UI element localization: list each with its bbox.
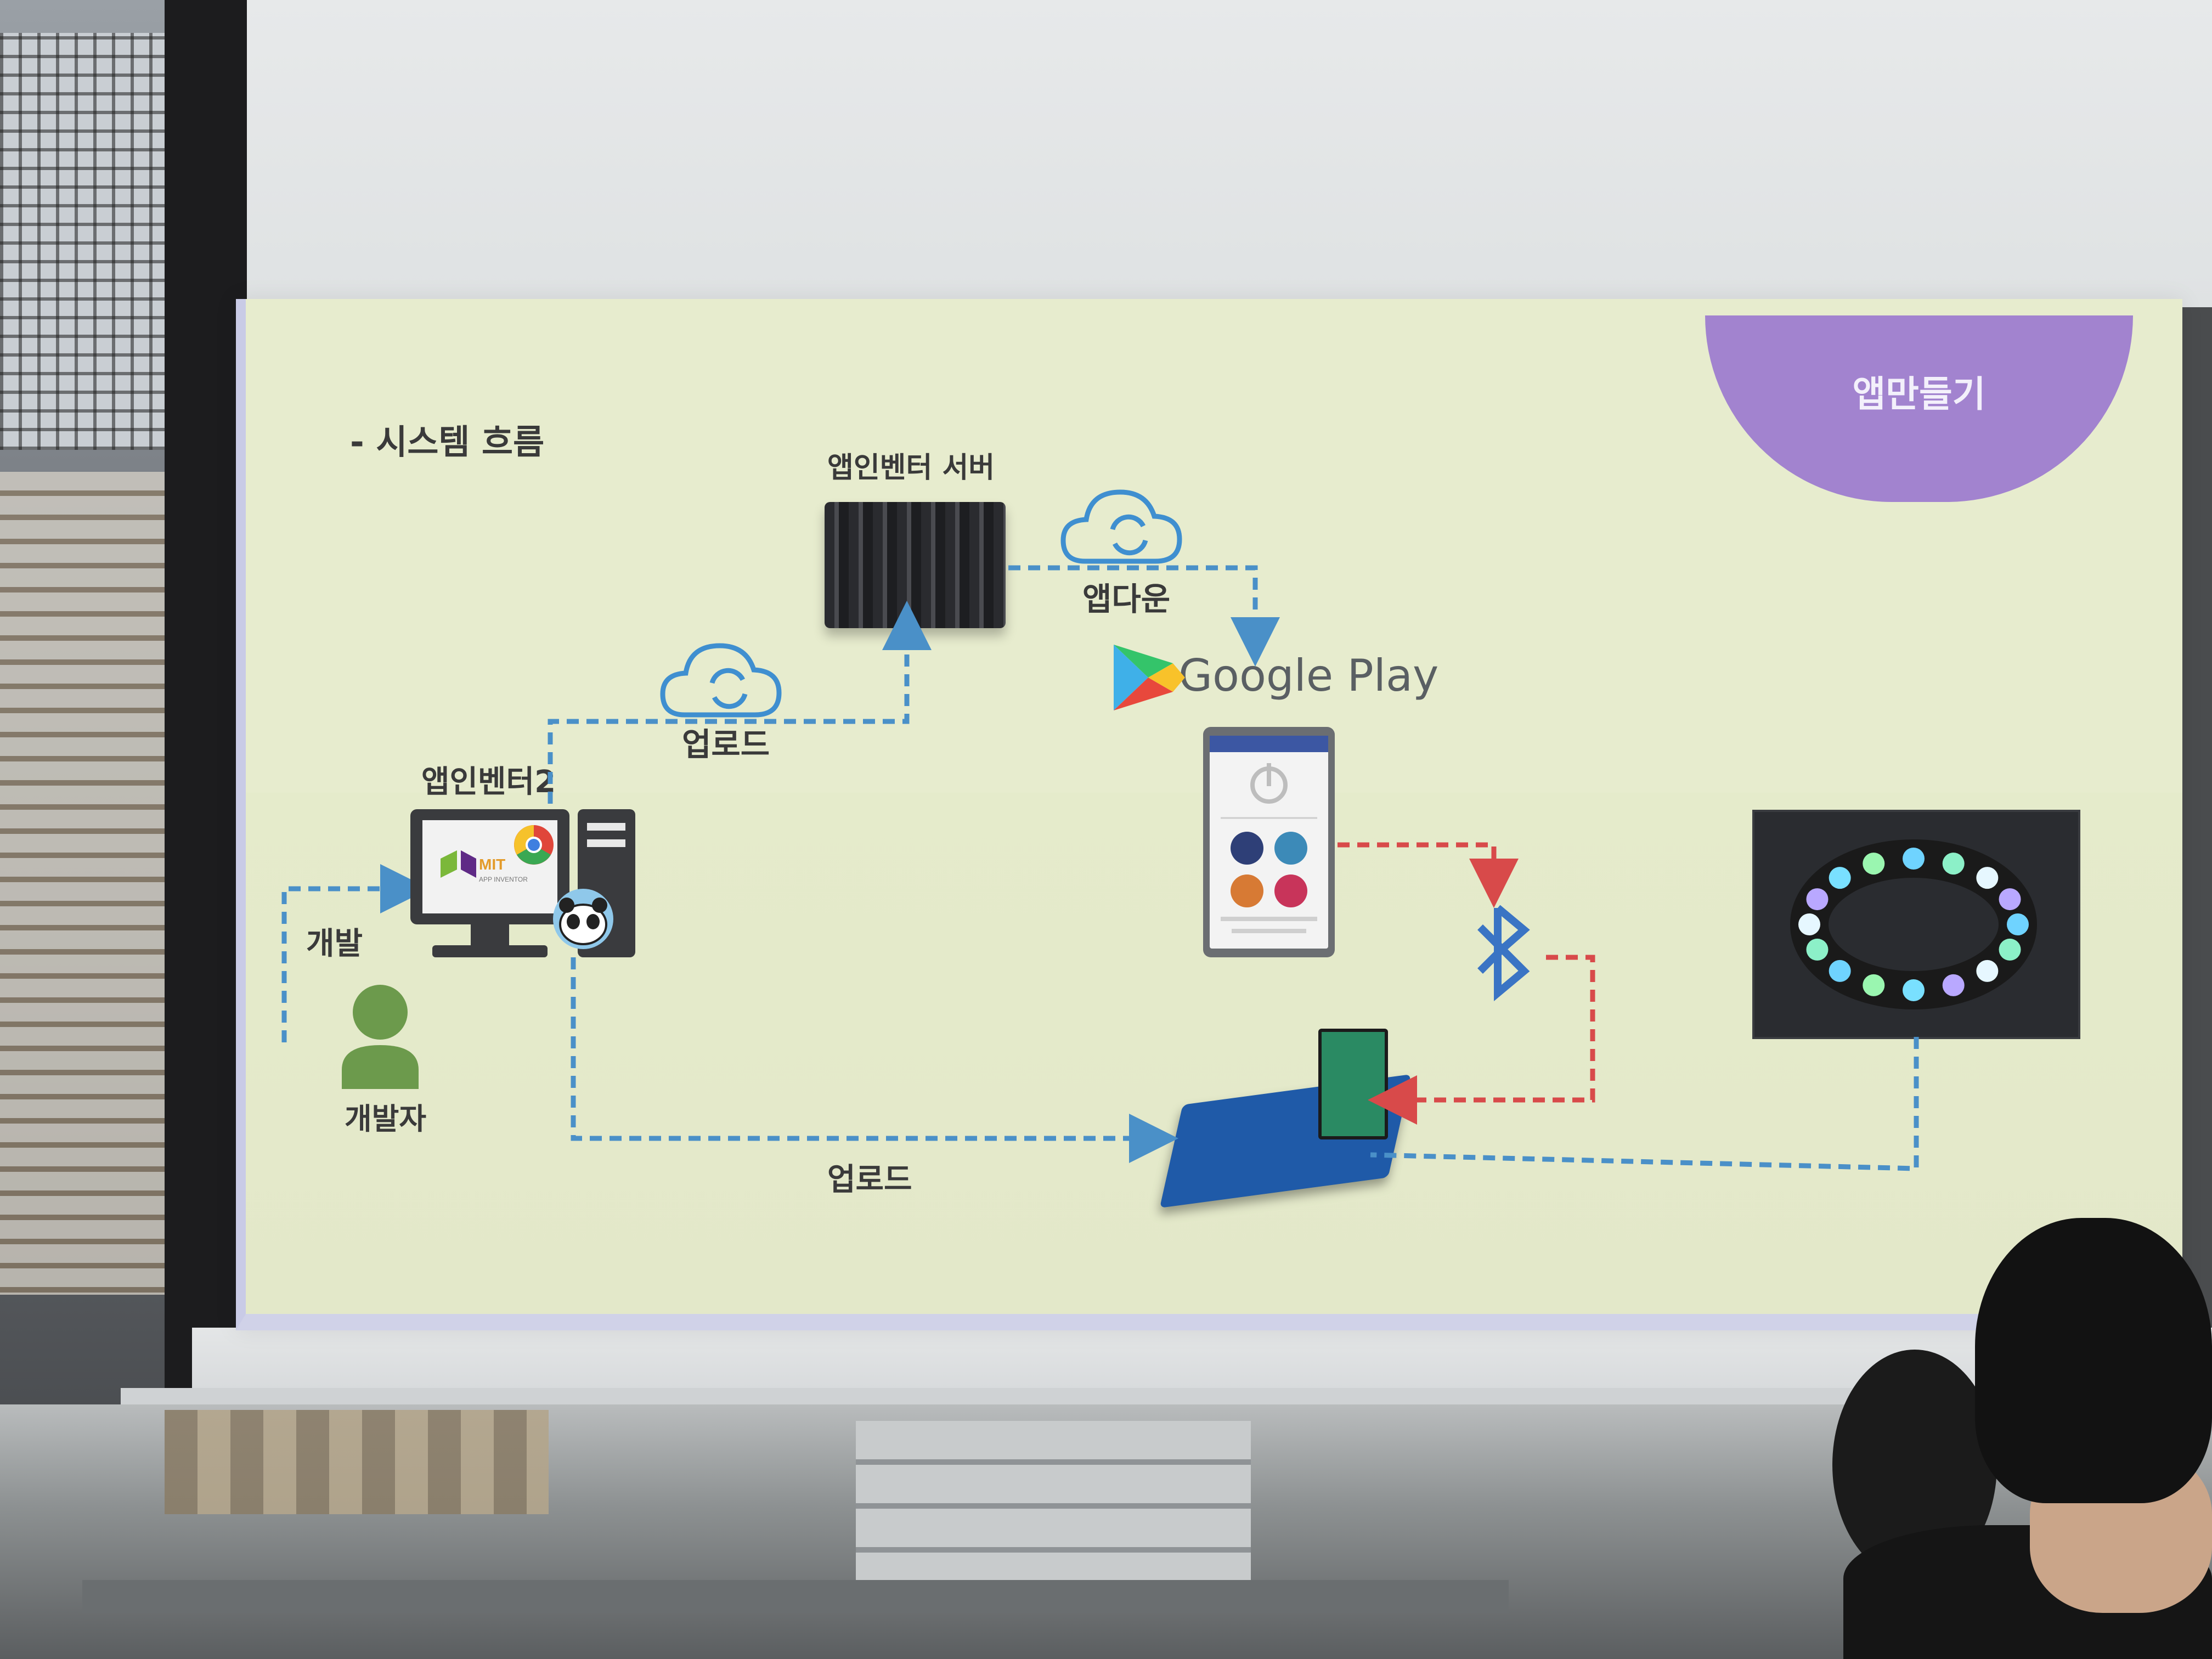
phone-ui-graphics (1221, 763, 1317, 933)
phone-button-4 (1274, 874, 1307, 907)
developer-label: 개발자 (345, 1102, 427, 1136)
flow-upload-server (548, 601, 932, 804)
flow-develop (281, 864, 430, 1042)
drawer-cabinet (856, 1421, 1251, 1596)
flow-diagram: MIT APP INVENTOR (281, 489, 1919, 1171)
led-dot (1976, 960, 1999, 982)
led-dot (1903, 848, 1925, 870)
flow-upload-arduino (571, 957, 1178, 1163)
audience-person-cap (1975, 1218, 2212, 1503)
phone-button-1 (1231, 832, 1263, 865)
server-label: 앱인벤터 서버 (827, 452, 995, 484)
led-dot (1829, 960, 1851, 982)
led-dot (2007, 913, 2029, 935)
google-play-icon (1114, 645, 1185, 710)
panda-mascot-icon (553, 889, 613, 949)
person-icon (342, 985, 419, 1089)
power-icon (1250, 763, 1288, 804)
led-dot (1942, 853, 1965, 875)
led-dot (1903, 979, 1925, 1001)
phone-button-3 (1231, 874, 1263, 907)
led-dot (1806, 888, 1829, 911)
led-dots (1798, 848, 2029, 1001)
led-ring-graphic (1790, 839, 2037, 1009)
led-dot (1999, 888, 2021, 911)
wall-shelf (165, 1410, 549, 1514)
upload-label-bottom: 업로드 (827, 1162, 912, 1198)
slide-heading: - 시스템 흐름 (350, 422, 545, 462)
desktop-computer-icon: MIT APP INVENTOR (410, 809, 635, 957)
led-dot (1806, 938, 1829, 961)
led-dot (1829, 867, 1851, 889)
led-dot (1863, 853, 1885, 875)
led-dot (1798, 913, 1820, 935)
smartphone-image (1203, 727, 1335, 957)
mit-app-inventor-logo: MIT APP INVENTOR (441, 850, 528, 883)
screen-frame-edge (165, 0, 247, 1393)
phone-button-2 (1274, 832, 1307, 865)
presentation-slide: 앱만들기 - 시스템 흐름 앱인벤터 서버 앱다운 업로드 앱인벤터2 개발 개… (236, 299, 2182, 1330)
flow-led-connection (1370, 1037, 1919, 1171)
flow-app-download (1008, 565, 1280, 667)
cloud-sync-icon-upload (660, 643, 782, 718)
develop-label: 개발 (306, 926, 363, 962)
screen-bottom-bar (121, 1388, 2151, 1404)
flow-bluetooth-arduino (1368, 955, 1595, 1125)
app-inventor-pc-label: 앱인벤터2 (421, 764, 556, 800)
google-play-wordmark: Google Play (1178, 650, 1439, 701)
led-dot (1976, 867, 1999, 889)
upload-label-top: 업로드 (682, 726, 770, 763)
led-dot (1999, 938, 2021, 961)
section-tab-label: 앱만들기 (1852, 373, 1986, 415)
chrome-icon (514, 825, 554, 865)
led-ring-photo (1754, 812, 2078, 1037)
bluetooth-icon (1477, 905, 1530, 1001)
projection-screen-top (241, 0, 2212, 307)
phone-app-bar (1210, 736, 1328, 752)
flow-phone-bluetooth (1338, 842, 1519, 908)
led-dot (1942, 974, 1965, 996)
phone-screen (1210, 736, 1328, 949)
download-label: 앱다운 (1082, 580, 1171, 618)
svg-text:MIT: MIT (479, 856, 505, 873)
cloud-sync-icon (1060, 489, 1182, 564)
led-dot (1863, 974, 1885, 996)
svg-text:APP INVENTOR: APP INVENTOR (479, 876, 528, 883)
desk (82, 1580, 1509, 1613)
